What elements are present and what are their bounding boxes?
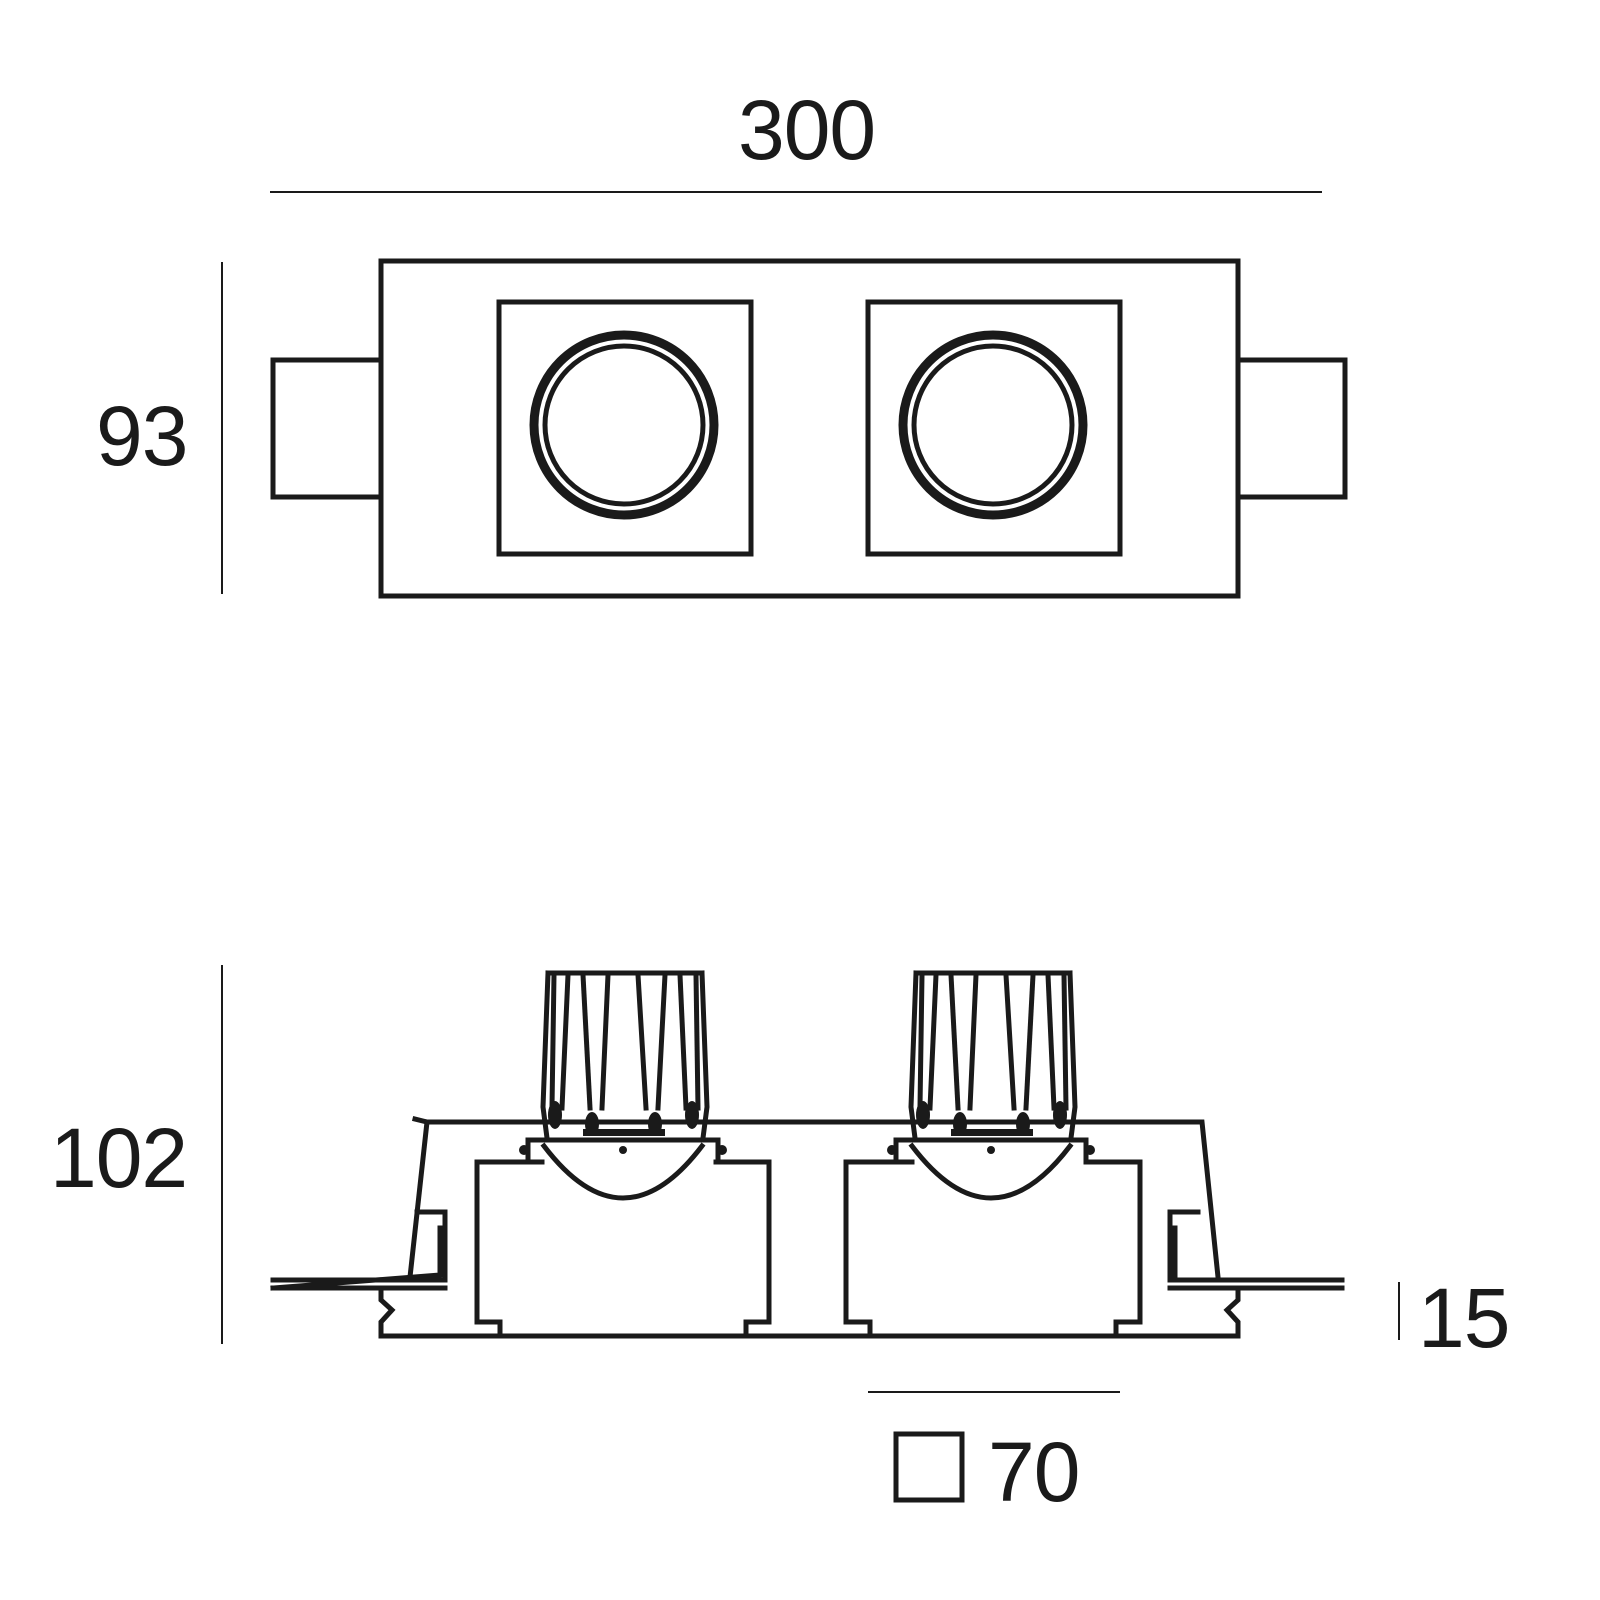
left-flange-inner [270,1225,443,1291]
module-1-top [496,299,754,557]
lens-outer-ring [529,330,719,520]
square-icon [893,1431,965,1503]
left-flange [270,1209,448,1283]
module-2-box [843,1159,1143,1339]
lens-inner-ring [542,343,706,507]
trim-bottom-outline [378,1285,1241,1339]
module-square [496,299,754,557]
module-size-label: 70 [988,1425,1080,1519]
right-flange [1167,1209,1345,1283]
lens-outer-ring [898,330,1088,520]
heat-sink-2 [887,970,1095,1201]
left-clip [270,357,384,500]
module-1-box [474,1159,772,1339]
module-square [865,299,1123,557]
heat-sink-1 [519,970,727,1201]
height-label: 93 [96,389,188,483]
right-clip [1235,357,1348,500]
lens-inner-ring [911,343,1075,507]
housing-outline [411,1115,1221,1280]
total-height-label: 102 [50,1111,188,1205]
housing-left-taper [407,1119,430,1280]
outer-frame [378,258,1241,599]
width-label: 300 [738,83,876,177]
top-view [221,191,1348,599]
module-2-top [865,299,1123,557]
flange-height-label: 15 [1418,1271,1510,1365]
side-view [221,965,1400,1503]
